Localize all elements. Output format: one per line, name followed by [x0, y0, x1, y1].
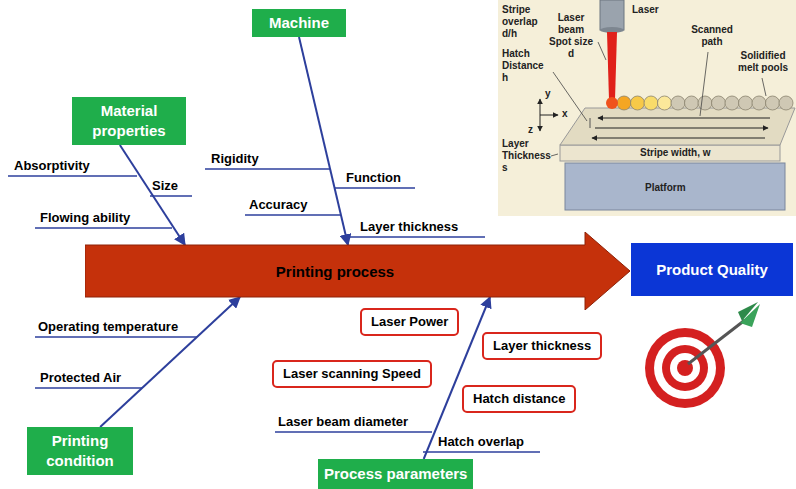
- highlight-box: Laser scanning Speed: [272, 360, 432, 388]
- arrow-outline: [85, 232, 630, 310]
- figure-label: Hatch Distance h: [502, 48, 552, 84]
- target-icon: [645, 302, 760, 408]
- node-text: Machine: [258, 13, 340, 33]
- figure-label: Stripe overlap d/h: [502, 4, 546, 40]
- category-box: Machine: [252, 9, 346, 37]
- melt-pool: [766, 96, 780, 110]
- node-text: Printing condition: [33, 431, 127, 471]
- laser-spot: [606, 97, 618, 109]
- melt-pool: [631, 96, 645, 110]
- melt-pool: [779, 96, 793, 110]
- melt-pool: [644, 96, 658, 110]
- cause-bone: [120, 145, 185, 245]
- effect-box: Product Quality: [631, 243, 793, 296]
- axes: [540, 99, 558, 131]
- cause-label: Operating temperature: [38, 319, 178, 334]
- melt-pool: [658, 96, 672, 110]
- node-text: Product Quality: [656, 261, 768, 278]
- highlight-box: Hatch distance: [462, 385, 576, 413]
- melt-pool: [698, 96, 712, 110]
- melt-pool: [712, 96, 726, 110]
- cause-label: Size: [152, 178, 178, 193]
- laser-head: [600, 0, 624, 30]
- rib-lines: [8, 169, 540, 452]
- highlight-box: Layer thickness: [482, 332, 602, 360]
- cause-bone: [100, 297, 240, 427]
- figure-label: Scanned path: [684, 24, 740, 48]
- node-text: Laser Power: [371, 314, 448, 330]
- layer-front: [560, 145, 780, 161]
- spine-arrow: Printing process: [85, 232, 630, 310]
- figure-label: Laser beam Spot size d: [546, 12, 596, 60]
- figure-label: Layer Thickness s: [502, 138, 554, 174]
- category-box: Printing condition: [27, 427, 133, 475]
- leader-lines: [551, 42, 766, 156]
- node-text: Printing process: [276, 263, 394, 280]
- highlight-box: Laser Power: [360, 308, 459, 336]
- cause-label: Protected Air: [40, 370, 121, 385]
- cause-label: Function: [346, 170, 401, 185]
- laser-beam: [607, 32, 617, 100]
- platform-block: [565, 163, 785, 210]
- cause-label: Absorptivity: [14, 158, 90, 173]
- cause-label: Laser beam diameter: [278, 414, 408, 429]
- node-text: Process parameters: [324, 464, 467, 484]
- cause-label: Flowing ability: [40, 210, 130, 225]
- node-text: Layer thickness: [493, 338, 591, 354]
- node-text: Material properties: [78, 101, 180, 141]
- figure-label: Solidified melt pools: [734, 50, 792, 74]
- scan-path: [590, 118, 770, 138]
- cause-label: Accuracy: [249, 197, 308, 212]
- melt-pool: [685, 96, 699, 110]
- figure-label: Stripe width, w: [640, 147, 711, 159]
- layer-top: [560, 108, 795, 145]
- node-text: Laser scanning Speed: [283, 366, 421, 382]
- figure-label: x: [562, 108, 568, 120]
- melt-pool: [739, 96, 753, 110]
- cause-bone: [299, 37, 348, 245]
- node-text: Hatch distance: [473, 391, 565, 407]
- melt-pool: [671, 96, 685, 110]
- figure-label: Laser: [632, 4, 659, 16]
- melt-pool: [752, 96, 766, 110]
- figure-label: z: [528, 124, 533, 136]
- inset-ground: [498, 0, 796, 216]
- category-box: Material properties: [72, 97, 186, 145]
- category-box: Process parameters: [318, 459, 473, 489]
- cause-label: Layer thickness: [360, 219, 458, 234]
- figure-label: y: [545, 88, 551, 100]
- melt-pools: [617, 96, 793, 110]
- cause-label: Hatch overlap: [438, 434, 524, 449]
- melt-pool: [617, 96, 631, 110]
- cause-label: Rigidity: [211, 151, 259, 166]
- melt-pool: [725, 96, 739, 110]
- figure-label: Platform: [645, 182, 686, 194]
